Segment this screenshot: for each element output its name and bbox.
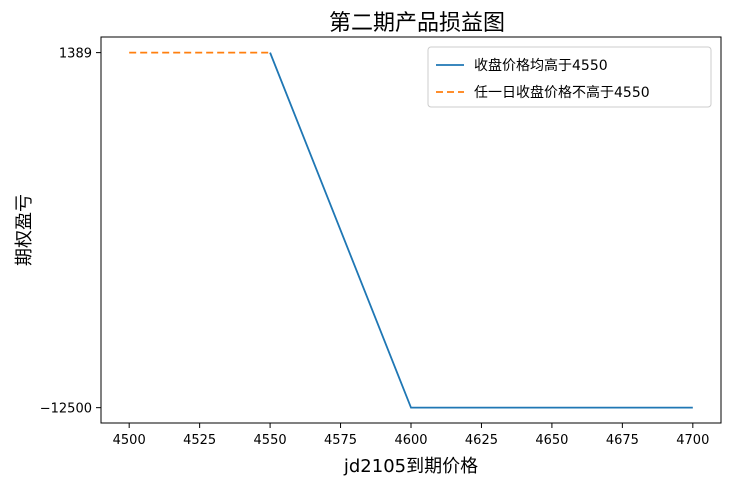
y-tick-label: −12500 [40,402,92,417]
x-tick-label: 4650 [535,433,568,448]
series-layer [129,51,693,409]
legend: 收盘价格均高于4550 任一日收盘价格不高于4550 [427,46,712,108]
x-axis-ticks: 4500 4525 4550 4575 4600 4625 4650 4675 4700 [113,423,709,448]
x-tick-label: 4625 [465,433,498,448]
legend-box [427,46,712,108]
chart-title: 第二期产品损益图 [329,11,505,36]
x-tick-label: 4675 [606,433,639,448]
y-tick-label: 1389 [59,47,92,62]
y-axis-label: 期权盈亏 [14,194,35,266]
legend-label-2: 任一日收盘价格不高于4550 [474,84,650,101]
x-tick-label: 4525 [183,433,216,448]
series-line-1 [269,52,693,409]
x-tick-label: 4500 [113,433,146,448]
legend-label-1: 收盘价格均高于4550 [474,57,608,74]
x-axis-label: jd2105到期价格 [343,456,478,477]
y-axis-ticks: 1389 −12500 [40,47,101,417]
x-tick-label: 4550 [254,433,287,448]
x-tick-label: 4600 [394,433,427,448]
x-tick-label: 4700 [676,433,709,448]
x-tick-label: 4575 [324,433,357,448]
